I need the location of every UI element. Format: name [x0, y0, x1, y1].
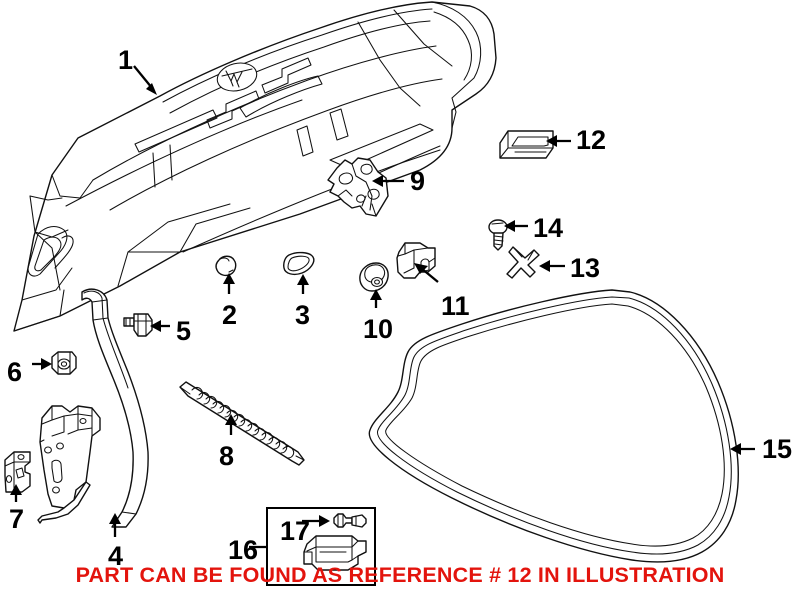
callout-label-10[interactable]: 10 — [363, 314, 394, 344]
leader-15 — [730, 443, 755, 455]
part-bulb-lamp — [333, 513, 367, 528]
part-t-clip-fastener — [506, 246, 540, 279]
part-hinge-arm — [81, 288, 149, 528]
part-torsion-spring — [179, 381, 305, 466]
callout-label-5[interactable]: 5 — [176, 316, 192, 346]
callout-label-15[interactable]: 15 — [762, 434, 793, 464]
leader-4 — [109, 513, 121, 537]
leader-14 — [504, 220, 528, 232]
leader-7 — [10, 484, 22, 502]
callout-label-9[interactable]: 9 — [410, 166, 426, 196]
callout-label-14[interactable]: 14 — [533, 213, 564, 243]
leader-1 — [133, 65, 157, 95]
reference-footnote: PART CAN BE FOUND AS REFERENCE # 12 IN I… — [75, 563, 725, 587]
part-trunk-weatherstrip-seal — [368, 289, 739, 563]
leader-11 — [414, 263, 439, 283]
part-flange-bolt — [123, 313, 153, 337]
part-latch-body-assembly — [37, 405, 101, 524]
leader-9 — [372, 175, 404, 187]
part-trunk-lid-panel — [13, 1, 497, 332]
callout-label-4[interactable]: 4 — [108, 541, 124, 571]
callout-label-7[interactable]: 7 — [9, 504, 25, 534]
callout-label-11[interactable]: 11 — [441, 291, 470, 321]
callout-label-3[interactable]: 3 — [295, 300, 311, 330]
part-plug-cap-round — [215, 255, 237, 277]
callout-label-2[interactable]: 2 — [222, 300, 238, 330]
leader-10 — [370, 289, 382, 308]
leader-6 — [32, 358, 52, 370]
vw-logo-emblem — [216, 62, 258, 92]
callout-label-1[interactable]: 1 — [118, 45, 134, 75]
detail-inset-box — [266, 507, 376, 586]
part-nut-cap — [51, 351, 77, 375]
callout-label-16[interactable]: 16 — [228, 535, 259, 565]
part-lock-cylinder-retainer — [359, 262, 389, 292]
callout-label-6[interactable]: 6 — [7, 357, 23, 387]
leader-3 — [297, 274, 309, 294]
callout-label-8[interactable]: 8 — [219, 441, 235, 471]
part-striker-cover — [396, 242, 436, 279]
part-handle-bezel-trim — [499, 130, 554, 159]
callout-label-12[interactable]: 12 — [576, 125, 607, 155]
callout-label-17[interactable]: 17 — [280, 516, 311, 546]
part-oval-grommet-plug — [283, 251, 315, 276]
leader-5 — [150, 320, 170, 332]
leader-13 — [539, 260, 565, 272]
part-bracket-block — [4, 451, 31, 493]
leader-12 — [546, 135, 571, 147]
part-lamp-housing — [303, 535, 367, 571]
leader-17 — [302, 515, 330, 527]
leader-2 — [223, 273, 235, 294]
part-trunk-latch — [327, 157, 389, 217]
callout-label-13[interactable]: 13 — [570, 253, 601, 283]
leader-8 — [225, 414, 237, 435]
part-screw-fastener — [488, 219, 508, 251]
